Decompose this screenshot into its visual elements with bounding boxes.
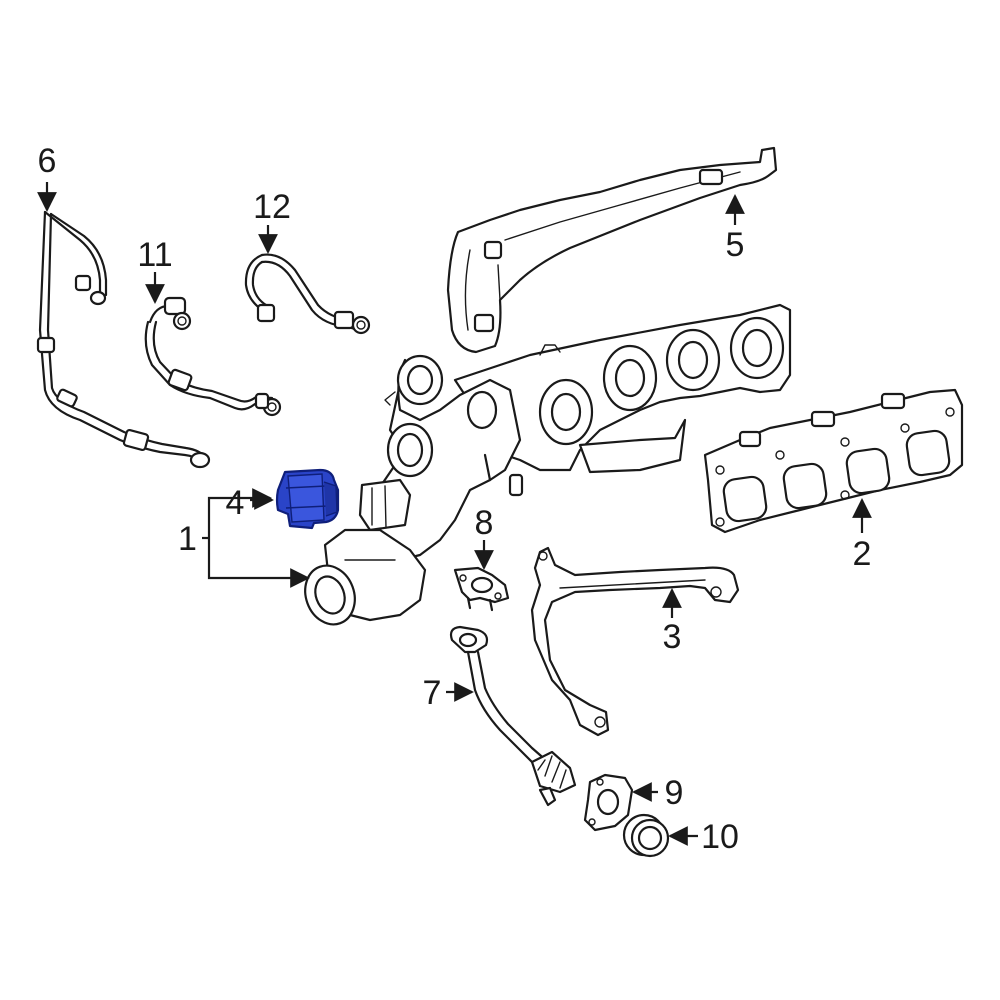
part-2-manifold-gasket[interactable] bbox=[703, 388, 964, 534]
callout-labels: 1 2 3 4 5 6 7 8 9 10 11 12 bbox=[38, 142, 872, 856]
part-11-oil-line[interactable] bbox=[144, 296, 282, 417]
leader-lines bbox=[37, 182, 872, 846]
callout-7: 7 bbox=[423, 674, 442, 712]
part-5-heat-shield[interactable] bbox=[446, 146, 778, 354]
callout-4: 4 bbox=[226, 484, 245, 522]
part-6-oil-feed-line[interactable] bbox=[36, 210, 211, 469]
callout-11: 11 bbox=[137, 236, 172, 274]
callout-5: 5 bbox=[726, 226, 745, 264]
part-3-bracket[interactable] bbox=[530, 546, 740, 737]
part-9-gasket[interactable] bbox=[583, 773, 634, 832]
callout-1: 1 bbox=[178, 520, 197, 558]
callout-2: 2 bbox=[853, 535, 872, 573]
part-1-turbocharger-manifold[interactable] bbox=[297, 303, 792, 631]
part-4-highlighted[interactable] bbox=[275, 468, 340, 530]
callout-8: 8 bbox=[475, 504, 494, 542]
callout-10: 10 bbox=[701, 818, 739, 856]
part-8-gasket[interactable] bbox=[453, 566, 510, 612]
part-7-oil-return-line[interactable] bbox=[449, 625, 577, 807]
callout-9: 9 bbox=[665, 774, 684, 812]
callout-3: 3 bbox=[663, 618, 682, 656]
callout-12: 12 bbox=[253, 188, 291, 226]
part-10-seal[interactable] bbox=[622, 813, 670, 858]
part-12-coolant-line[interactable] bbox=[244, 253, 371, 335]
callout-6: 6 bbox=[38, 142, 57, 180]
